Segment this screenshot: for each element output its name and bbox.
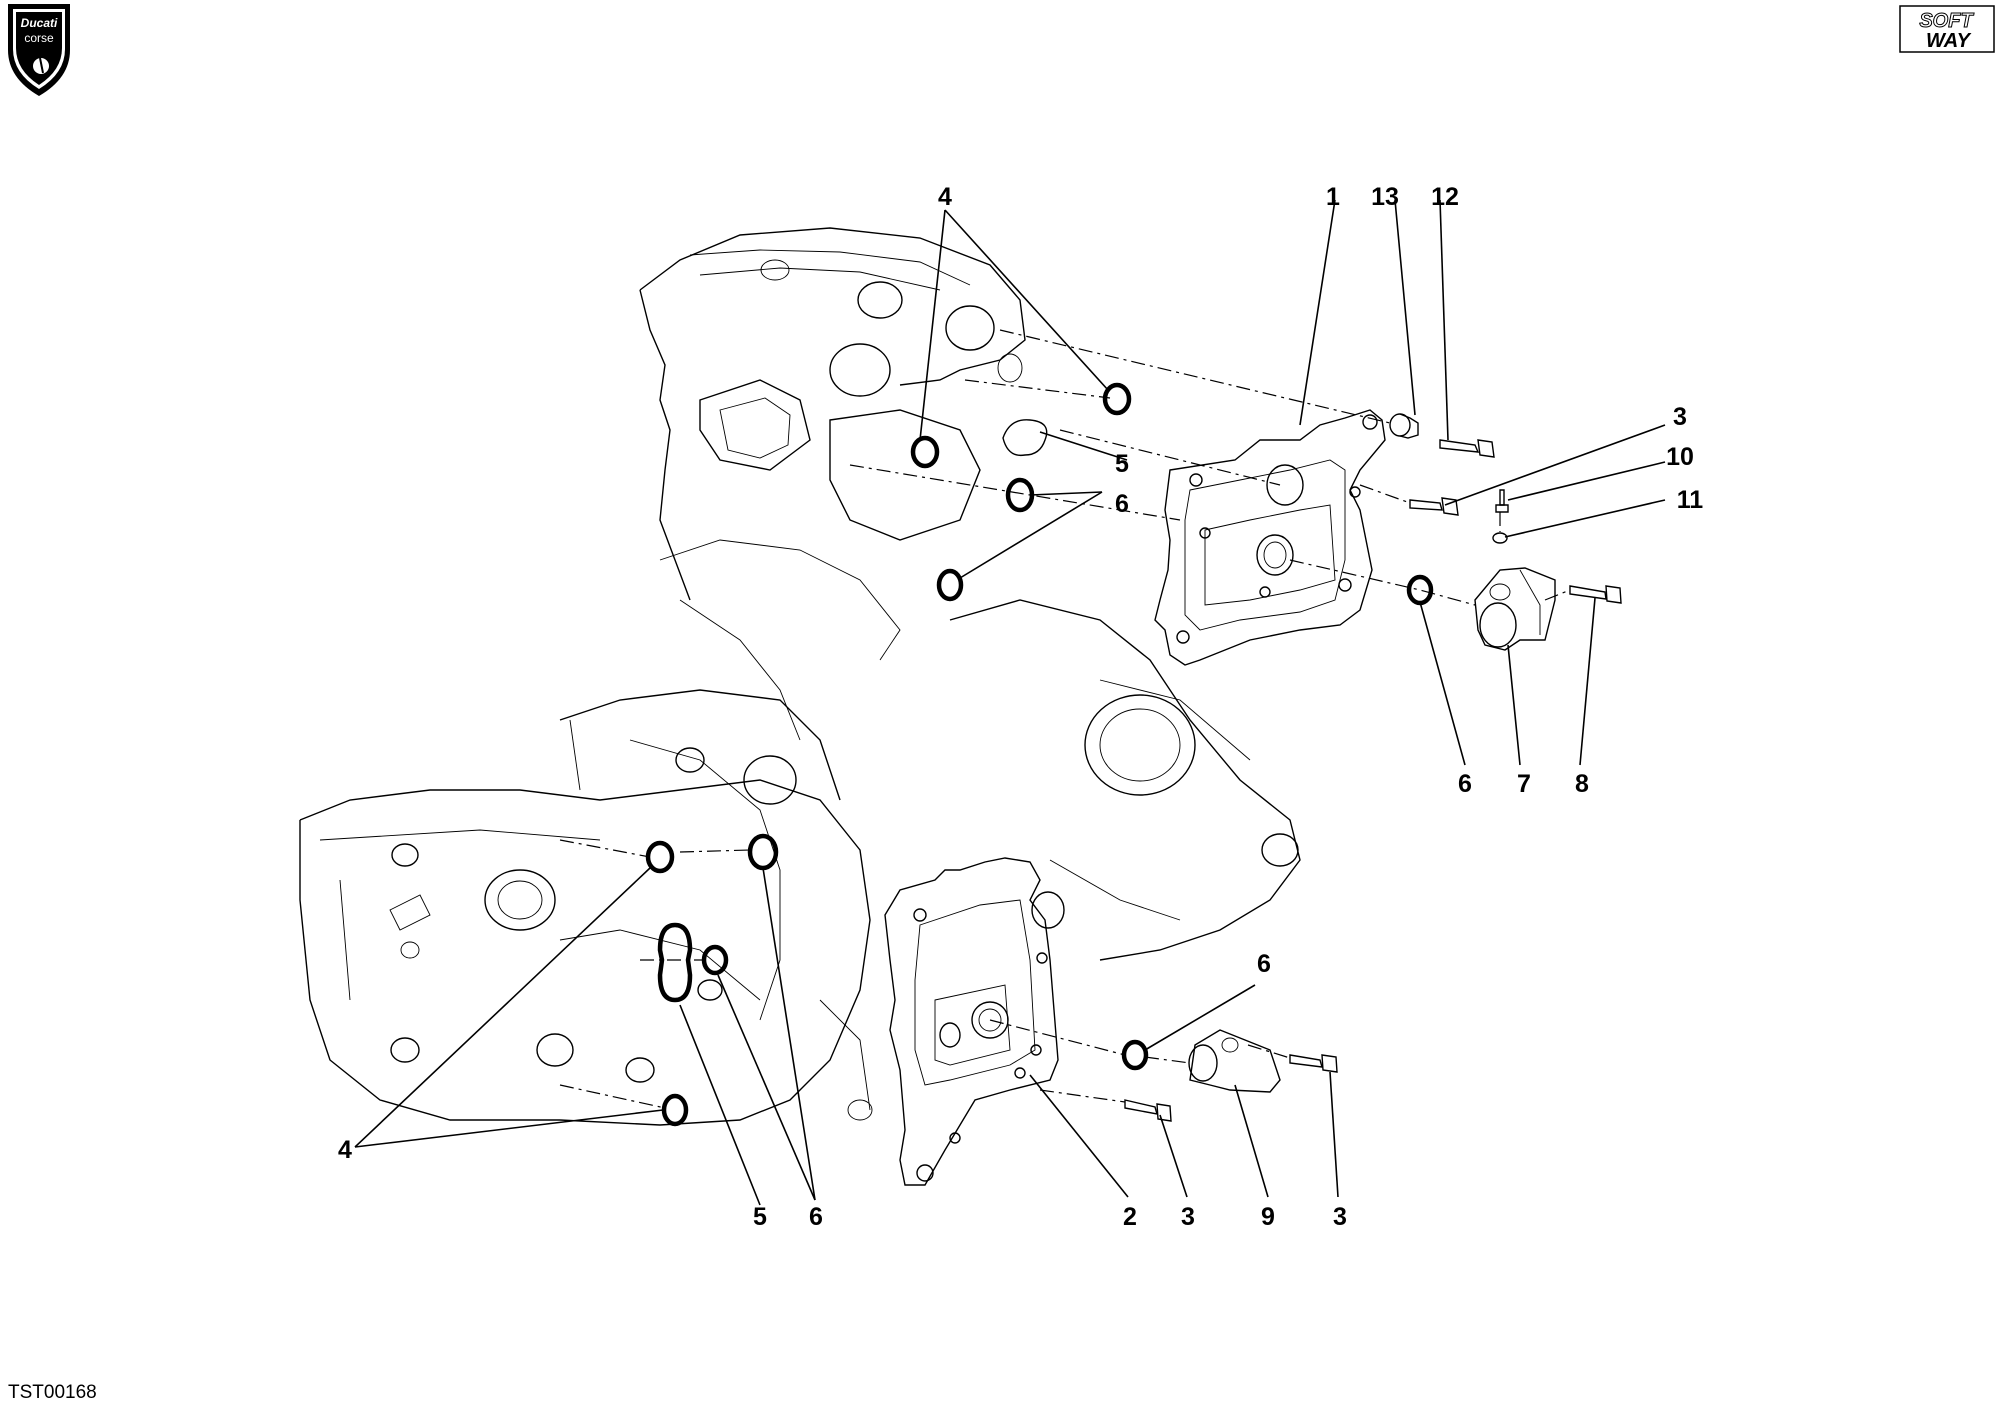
o-ring-6-lower-a bbox=[747, 833, 779, 871]
callout-3-lower-b: 3 bbox=[1333, 1203, 1347, 1231]
callout-1: 1 bbox=[1326, 183, 1340, 211]
ducati-corse-logo: Ducati corse bbox=[8, 4, 70, 96]
screw-8 bbox=[1569, 585, 1622, 604]
callout-3-upper: 3 bbox=[1673, 403, 1687, 431]
screw-3-lower-right bbox=[1289, 1054, 1338, 1073]
fitting-9 bbox=[1188, 1029, 1281, 1093]
callout-6-right: 6 bbox=[1458, 770, 1472, 798]
o-ring-6-lower-b bbox=[701, 944, 729, 976]
callout-11: 11 bbox=[1677, 486, 1704, 514]
engine-block-illustration bbox=[299, 227, 1301, 1126]
spacer-13 bbox=[1389, 413, 1419, 439]
gasket-5-upper bbox=[1002, 419, 1048, 457]
callout-2: 2 bbox=[1123, 1203, 1137, 1231]
callout-8: 8 bbox=[1575, 770, 1589, 798]
callout-9: 9 bbox=[1261, 1203, 1275, 1231]
o-ring-4-lower-a bbox=[645, 840, 675, 874]
fitting-7 bbox=[1474, 567, 1556, 651]
screw-12 bbox=[1439, 439, 1495, 458]
o-ring-6-upper-a bbox=[1005, 477, 1035, 513]
callout-6-lower: 6 bbox=[809, 1203, 823, 1231]
o-ring-4-upper bbox=[910, 435, 940, 469]
o-ring-4-upper-right bbox=[1102, 382, 1132, 416]
callout-4-upper: 4 bbox=[938, 183, 952, 211]
washer-11 bbox=[1492, 532, 1508, 544]
o-ring-6-right bbox=[1406, 574, 1434, 606]
lower-cover-part-2 bbox=[884, 857, 1065, 1186]
callout-12: 12 bbox=[1431, 183, 1459, 211]
diagram-code: TST00168 bbox=[8, 1382, 97, 1403]
callout-6-upper: 6 bbox=[1115, 490, 1129, 518]
screw-3-lower-middle bbox=[1124, 1099, 1172, 1122]
o-ring-6-lower-right bbox=[1121, 1039, 1149, 1071]
svg-text:Ducati: Ducati bbox=[21, 16, 58, 30]
callout-3-lower-a: 3 bbox=[1181, 1203, 1195, 1231]
svg-text:WAY: WAY bbox=[1926, 30, 1972, 52]
o-ring-6-upper-b bbox=[936, 568, 964, 602]
callout-7: 7 bbox=[1517, 770, 1531, 798]
softway-logo: SOFT WAY bbox=[1899, 5, 1995, 53]
svg-text:corse: corse bbox=[24, 31, 54, 45]
callout-6-lower-right: 6 bbox=[1257, 950, 1271, 978]
callout-labels: 4 1 13 12 3 10 11 5 6 6 7 8 6 4 5 6 2 3 … bbox=[338, 183, 1703, 1231]
assembly-center-lines bbox=[559, 329, 1571, 1109]
callout-10: 10 bbox=[1666, 443, 1694, 471]
callout-13: 13 bbox=[1371, 183, 1399, 211]
callout-5-upper: 5 bbox=[1115, 450, 1129, 478]
callout-4-lower: 4 bbox=[338, 1136, 352, 1164]
gasket-5-lower bbox=[657, 922, 693, 1003]
svg-text:SOFT: SOFT bbox=[1919, 10, 1974, 32]
leader-lines bbox=[354, 199, 1666, 1206]
callout-5-lower: 5 bbox=[753, 1203, 767, 1231]
o-ring-4-lower-b bbox=[661, 1093, 689, 1127]
bleed-screw-10 bbox=[1495, 489, 1509, 513]
upper-cover-part-1 bbox=[1154, 409, 1386, 666]
screw-3-upper bbox=[1409, 497, 1459, 516]
